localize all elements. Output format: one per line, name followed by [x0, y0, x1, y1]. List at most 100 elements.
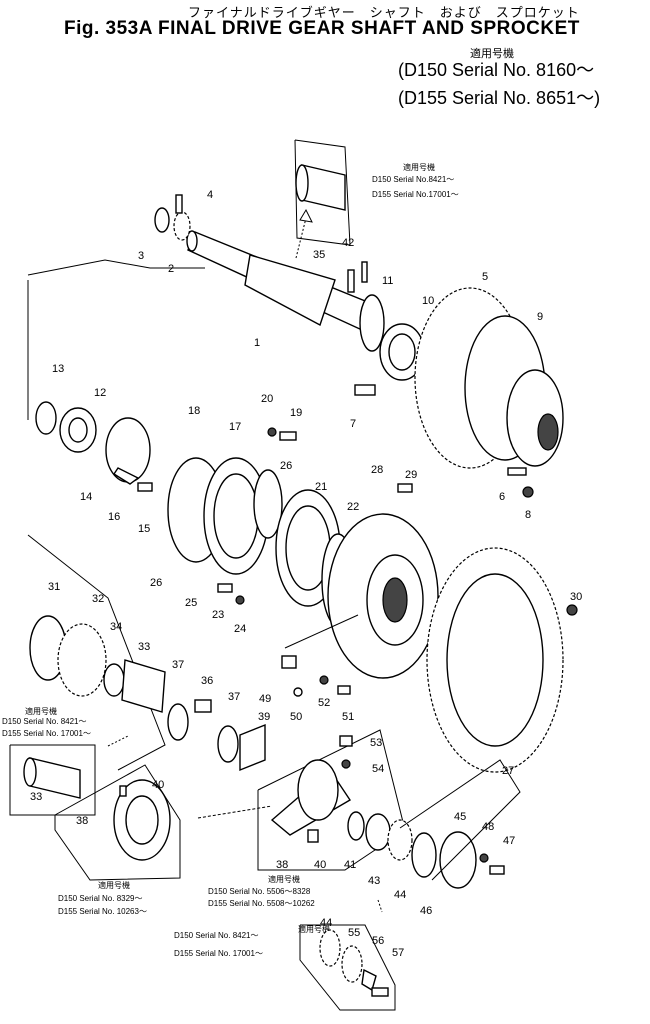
callout-box-bottom-center — [257, 729, 406, 871]
snap-ring-11 — [359, 294, 385, 352]
part-label: 7 — [350, 418, 356, 430]
note-top-label: 適用号機 — [403, 162, 435, 172]
part-label: 21 — [315, 481, 327, 493]
plate-49 — [281, 655, 297, 669]
bolt-51 — [337, 685, 351, 695]
part-label: 37 — [172, 659, 184, 671]
washer-41 — [347, 811, 365, 841]
part-label: 46 — [420, 905, 432, 917]
ring-34 — [103, 663, 125, 697]
note-bottom-line2: D155 Serial No. 17001～ — [174, 949, 263, 958]
applicable-models-label: 適用号機 — [470, 48, 514, 60]
part-label: 16 — [108, 511, 120, 523]
part-label: 38 — [76, 815, 88, 827]
bearing-2 — [173, 211, 191, 241]
note-bottom-line1: D150 Serial No. 8421～ — [174, 931, 259, 940]
part-label: 25 — [185, 597, 197, 609]
serial-range-d155: (D155 Serial No. 8651～) — [398, 88, 601, 108]
seal-ring-3 — [154, 207, 170, 233]
part-label: 51 — [342, 711, 354, 723]
washer-52 — [319, 675, 329, 685]
part-label: 15 — [138, 523, 150, 535]
bolt-15 — [137, 482, 153, 492]
note-left-line1: D150 Serial No. 8421～ — [2, 717, 87, 726]
note-bottom-center-line1: D150 Serial No. 5506～8328 — [208, 887, 311, 896]
key-36 — [194, 699, 212, 713]
bolt-47 — [489, 865, 505, 875]
sprocket-hub-28 — [327, 513, 439, 679]
lock-16 — [113, 467, 140, 485]
part-label: 28 — [371, 464, 383, 476]
key-35 — [347, 269, 355, 293]
pin-4 — [175, 194, 183, 214]
part-label: 18 — [188, 405, 200, 417]
cover-45 — [439, 831, 477, 889]
part-label: 44 — [394, 889, 406, 901]
bolt-29 — [397, 483, 413, 493]
ring-37b — [217, 725, 239, 763]
nut-8 — [522, 486, 534, 498]
part-label: 56 — [372, 935, 384, 947]
part-label: 50 — [290, 711, 302, 723]
part-label: 29 — [405, 469, 417, 481]
part-label: 17 — [229, 421, 241, 433]
callout-box-left — [9, 744, 96, 816]
part-label: 39 — [258, 711, 270, 723]
part-label: 38 — [276, 859, 288, 871]
note-bottom-left-line1: D150 Serial No. 8329～ — [58, 894, 143, 903]
bolt-19 — [279, 431, 297, 441]
washer-24 — [235, 595, 245, 605]
washer-20 — [267, 427, 277, 437]
nut-30 — [566, 604, 578, 616]
part-label: 33 — [138, 641, 150, 653]
part-label: 57 — [392, 947, 404, 959]
part-label: 36 — [201, 675, 213, 687]
callout-box-bottom-left — [54, 764, 181, 881]
part-label: 31 — [48, 581, 60, 593]
note-bottom-center-label: 適用号機 — [268, 874, 300, 884]
part-label: 13 — [52, 363, 64, 375]
part-label: 32 — [92, 593, 104, 605]
o-ring-26 — [253, 469, 283, 539]
part-label: 8 — [525, 509, 531, 521]
part-label: 53 — [370, 737, 382, 749]
note-top-line1: D150 Serial No.8421～ — [372, 175, 454, 184]
part-label: 24 — [234, 623, 246, 635]
snap-ring-37a — [167, 703, 189, 741]
part-label: 42 — [342, 237, 354, 249]
part-label: 11 — [382, 275, 393, 287]
sleeve-33 — [121, 659, 166, 713]
washer-48 — [479, 853, 489, 863]
callout-box-top — [294, 139, 351, 246]
bolt-23 — [217, 583, 233, 593]
part-label: 27 — [502, 765, 514, 777]
seal-13 — [35, 401, 57, 435]
title-japanese: ファイナルドライブギヤー シャフト および スプロケット — [188, 5, 580, 20]
part-label: 47 — [503, 835, 515, 847]
part-label: 52 — [318, 697, 330, 709]
note-top-line2: D155 Serial No.17001～ — [372, 190, 459, 199]
washer-54 — [341, 759, 351, 769]
part-label: 2 — [168, 263, 174, 275]
part-label: 30 — [570, 591, 582, 603]
spacer-39 — [239, 723, 266, 772]
part-label: 12 — [94, 387, 106, 399]
part-label: 48 — [482, 821, 494, 833]
part-label: 19 — [290, 407, 302, 419]
part-number-labels: 1 2 3 4 5 6 7 8 9 10 11 12 13 14 15 16 1… — [30, 189, 582, 959]
part-label: 41 — [344, 859, 356, 871]
o-ring-46 — [411, 832, 437, 878]
part-label: 20 — [261, 393, 273, 405]
sprocket-27 — [426, 547, 564, 773]
note-left-label: 適用号機 — [25, 706, 57, 716]
arrow-to-top-callout — [295, 208, 313, 259]
part-label: 3 — [138, 250, 144, 262]
pin-42 — [361, 261, 368, 283]
part-label: 10 — [422, 295, 434, 307]
part-label: 40 — [152, 779, 164, 791]
part-label: 55 — [348, 927, 360, 939]
part-label: 43 — [368, 875, 380, 887]
part-label: 35 — [313, 249, 325, 261]
part-label: 49 — [259, 693, 271, 705]
part-label: 6 — [499, 491, 505, 503]
